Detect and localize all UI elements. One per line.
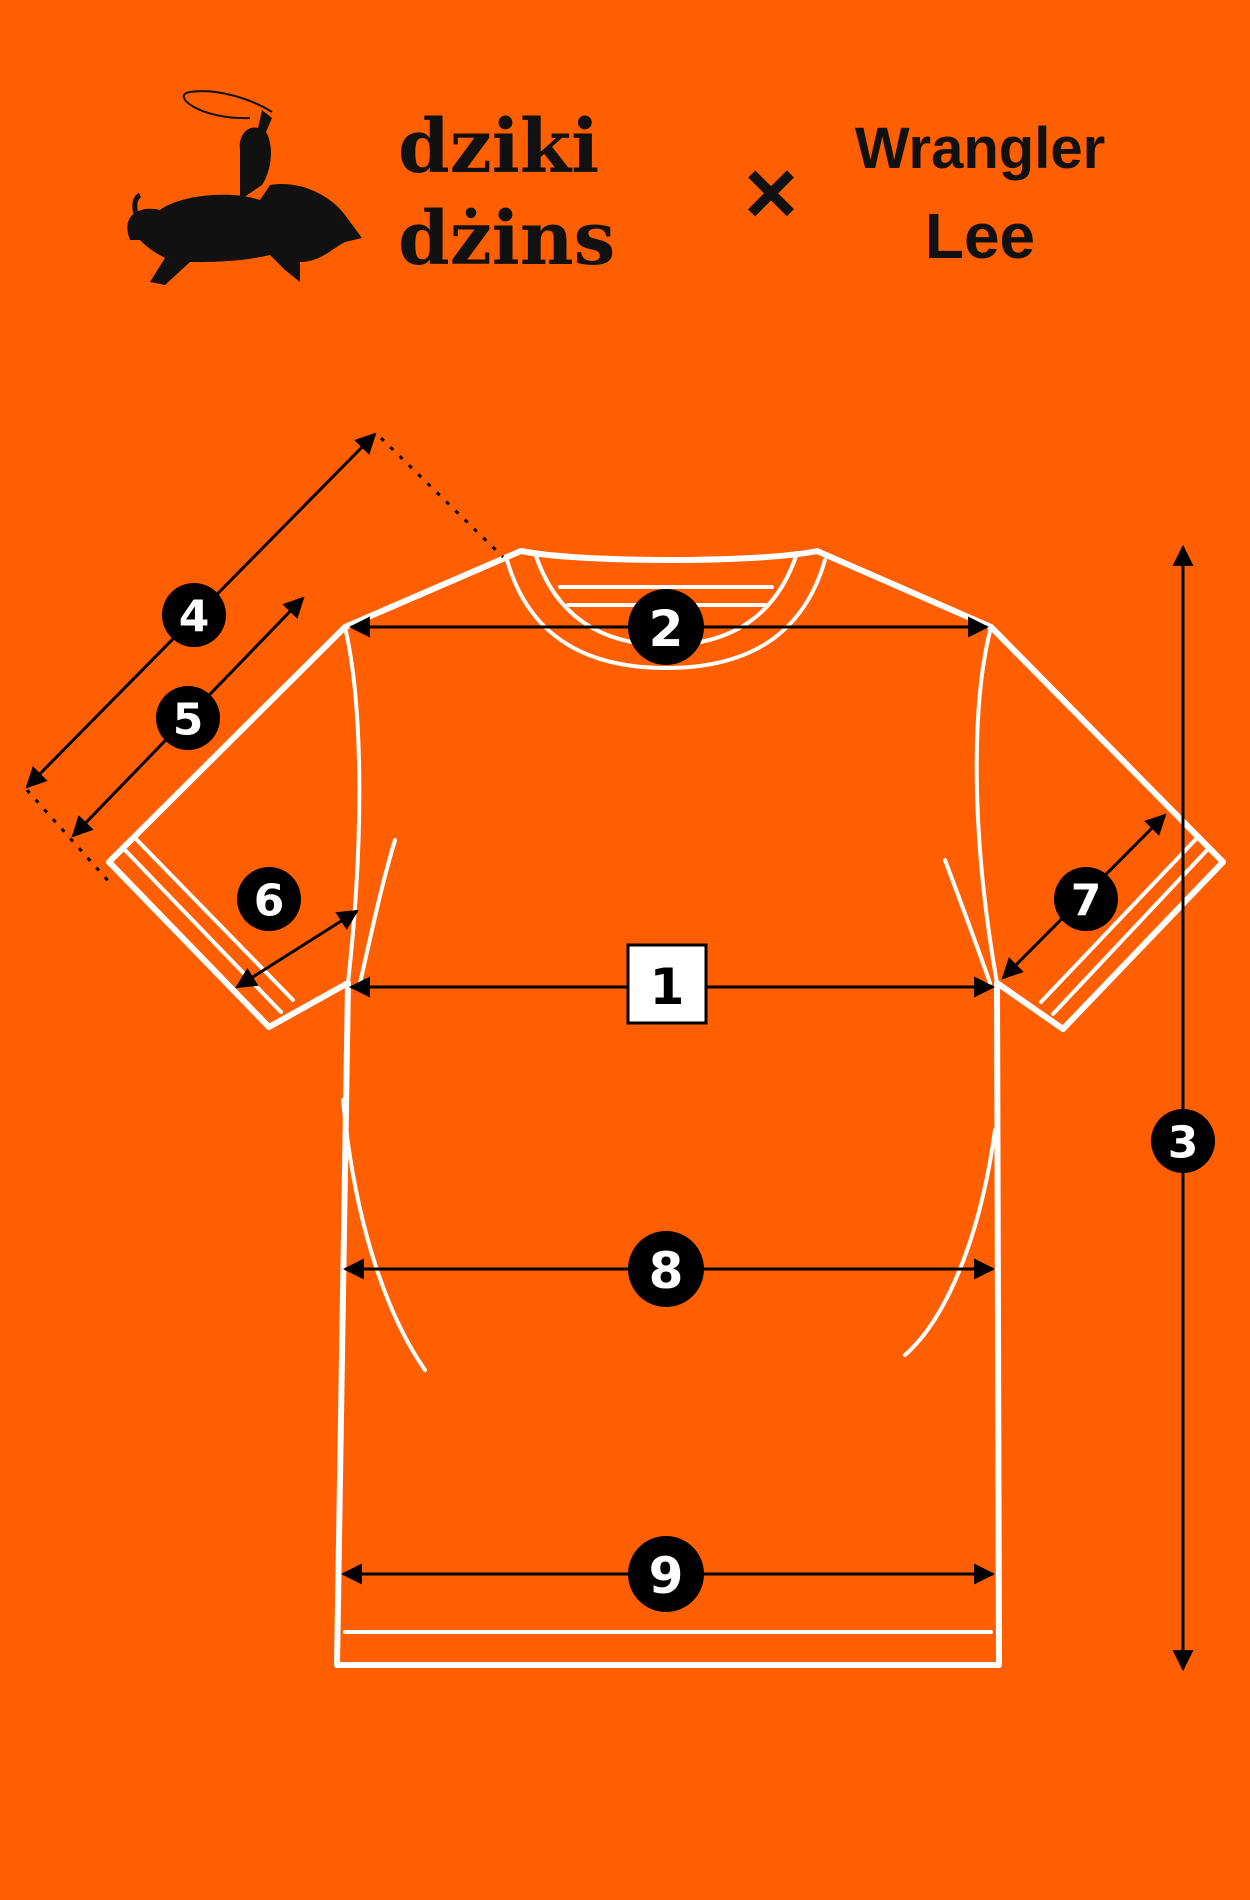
svg-text:8: 8 — [649, 1242, 684, 1300]
svg-text:5: 5 — [173, 695, 204, 746]
svg-text:2: 2 — [649, 600, 684, 658]
label-1: 1 — [626, 943, 708, 1025]
label-6: 6 — [237, 867, 301, 931]
svg-text:9: 9 — [649, 1547, 684, 1605]
label-8: 8 — [628, 1231, 704, 1307]
tshirt-outline — [106, 548, 1226, 1668]
label-3: 3 — [1151, 1109, 1215, 1173]
svg-text:1: 1 — [650, 958, 685, 1016]
svg-text:7: 7 — [1071, 876, 1102, 927]
wrangler-logo: Wrangler — [855, 116, 1105, 181]
label-2: 2 — [628, 589, 704, 665]
guide-dotted-line — [25, 789, 113, 885]
label-4: 4 — [162, 583, 226, 647]
label-7: 7 — [1054, 867, 1118, 931]
lee-logo: Lee — [925, 200, 1035, 272]
guide-dotted-line — [379, 436, 505, 559]
svg-text:4: 4 — [179, 592, 210, 643]
label-9: 9 — [628, 1536, 704, 1612]
brand-dziki: dziki — [398, 104, 599, 190]
svg-text:6: 6 — [254, 876, 285, 927]
left-cuff-arrow — [235, 909, 359, 989]
brand-dzins: dżins — [398, 196, 615, 282]
label-5: 5 — [156, 686, 220, 750]
boar-rider-logo — [127, 90, 362, 285]
collab-cross: × — [744, 142, 798, 244]
svg-text:3: 3 — [1168, 1118, 1199, 1169]
